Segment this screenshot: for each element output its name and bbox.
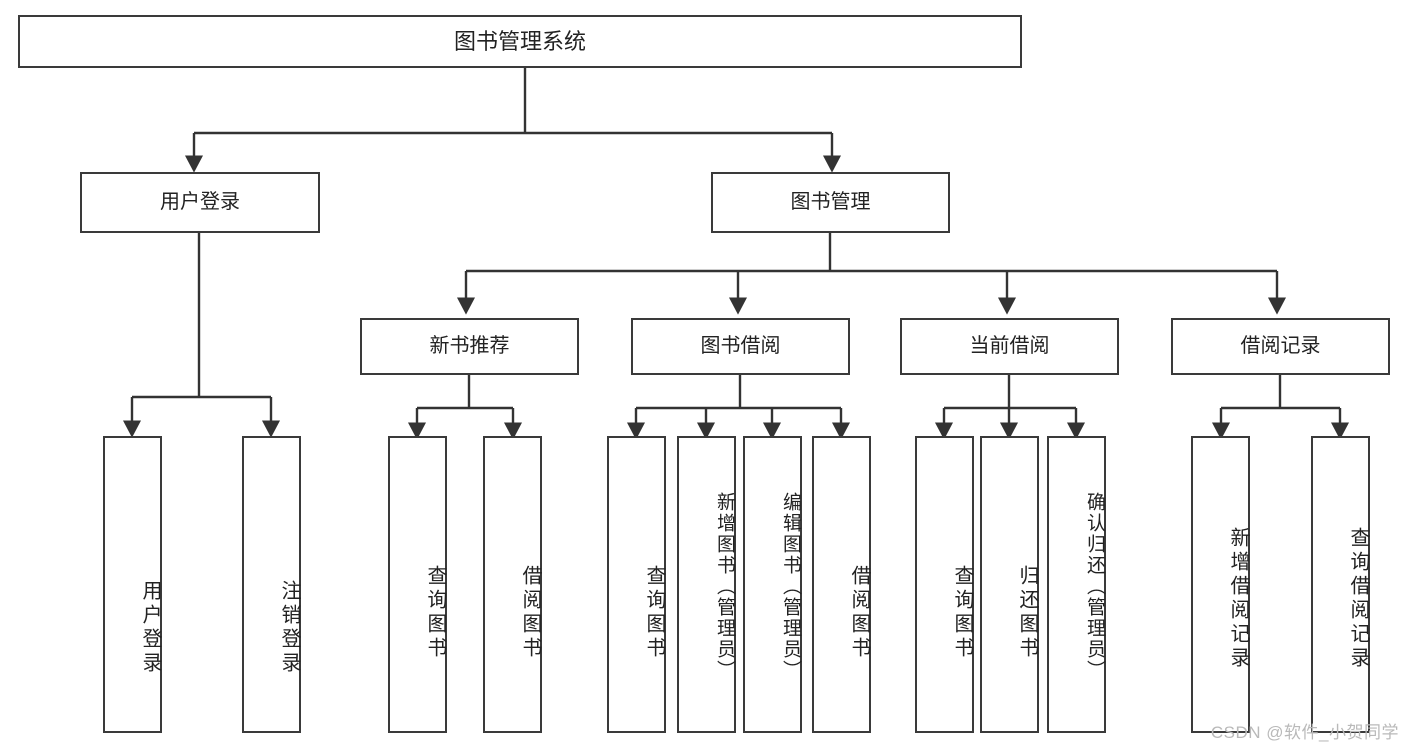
node-book-borrow[interactable]: 图书借阅: [631, 318, 850, 375]
leaf-label: 借阅图书: [519, 564, 541, 661]
leaf-book-borrow-edit-book-admin[interactable]: 编辑图书（管理员）: [743, 436, 802, 733]
leaf-book-borrow-borrow-book[interactable]: 借阅图书: [812, 436, 871, 733]
csdn-watermark: CSDN @软件_小贺同学: [1210, 723, 1399, 742]
node-new-book-recommend-label: 新书推荐: [429, 335, 510, 357]
leaf-current-borrow-return-book[interactable]: 归还图书: [980, 436, 1039, 733]
node-borrow-record[interactable]: 借阅记录: [1171, 318, 1390, 375]
leaf-book-borrow-add-book-admin[interactable]: 新增图书（管理员）: [677, 436, 736, 733]
node-user-login-label: 用户登录: [160, 191, 240, 213]
node-root[interactable]: 图书管理系统: [18, 15, 1022, 68]
leaf-label: 用户登录: [139, 579, 161, 676]
leaf-user-login-signin[interactable]: 用户登录: [103, 436, 162, 733]
node-book-management[interactable]: 图书管理: [711, 172, 950, 233]
leaf-current-borrow-confirm-return-admin[interactable]: 确认归还（管理员）: [1047, 436, 1106, 733]
leaf-current-borrow-query-book[interactable]: 查询图书: [915, 436, 974, 733]
node-current-borrow[interactable]: 当前借阅: [900, 318, 1119, 375]
node-book-borrow-label: 图书借阅: [700, 335, 781, 357]
leaf-label: 新增图书（管理员）: [714, 492, 735, 681]
node-current-borrow-label: 当前借阅: [969, 335, 1050, 357]
node-borrow-record-label: 借阅记录: [1240, 335, 1321, 357]
leaf-label: 借阅图书: [848, 564, 870, 661]
node-user-login[interactable]: 用户登录: [80, 172, 320, 233]
node-root-label: 图书管理系统: [453, 28, 586, 54]
leaf-label: 查询图书: [951, 564, 973, 661]
node-new-book-recommend[interactable]: 新书推荐: [360, 318, 579, 375]
leaf-label: 查询图书: [643, 564, 665, 661]
leaf-borrow-record-query-record[interactable]: 查询借阅记录: [1311, 436, 1370, 733]
leaf-borrow-record-add-record[interactable]: 新增借阅记录: [1191, 436, 1250, 733]
leaf-label: 查询借阅记录: [1347, 526, 1369, 671]
leaf-label: 归还图书: [1016, 564, 1038, 661]
leaf-label: 编辑图书（管理员）: [780, 492, 801, 681]
leaf-label: 新增借阅记录: [1227, 526, 1249, 671]
leaf-label: 注销登录: [278, 579, 300, 676]
leaf-label: 确认归还（管理员）: [1084, 492, 1105, 681]
leaf-new-book-borrow-book[interactable]: 借阅图书: [483, 436, 542, 733]
node-book-management-label: 图书管理: [790, 191, 871, 213]
leaf-label: 查询图书: [424, 564, 446, 661]
leaf-book-borrow-query-book[interactable]: 查询图书: [607, 436, 666, 733]
leaf-user-login-signout[interactable]: 注销登录: [242, 436, 301, 733]
leaf-new-book-query-book[interactable]: 查询图书: [388, 436, 447, 733]
